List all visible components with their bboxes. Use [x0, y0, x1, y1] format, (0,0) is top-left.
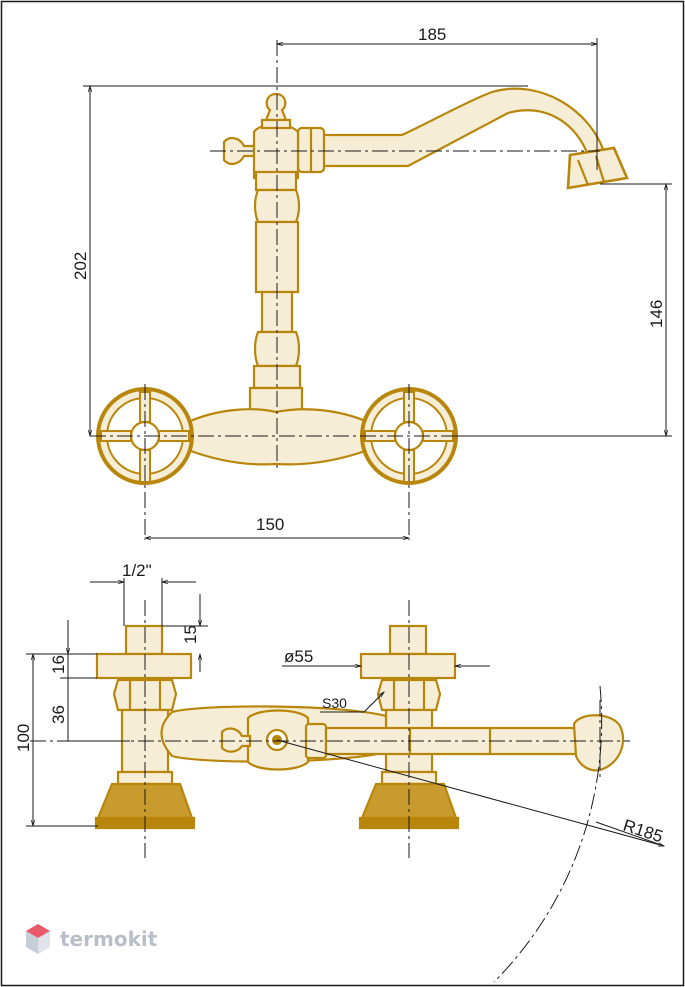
side-dimensions — [26, 578, 666, 847]
side-left-thread — [124, 624, 164, 656]
side-view — [94, 624, 625, 830]
side-right-flange — [359, 652, 457, 680]
dim-flange-height: 16 — [49, 655, 68, 674]
dim-swivel-radius: R185 — [621, 816, 666, 847]
dim-thread: 1/2" — [122, 561, 152, 580]
dim-side-height: 100 — [14, 724, 33, 752]
front-body — [186, 408, 370, 466]
side-left-flange — [95, 652, 193, 680]
dim-thread-length: 15 — [181, 625, 200, 644]
dim-flange-diameter: ø55 — [284, 647, 313, 666]
brand-name: termokit — [60, 927, 158, 951]
side-spout-tip — [572, 714, 625, 772]
dim-wrench-size: S30 — [322, 695, 347, 711]
side-centerlines — [30, 600, 630, 983]
front-centerlines — [90, 40, 600, 540]
dim-spout-reach: 185 — [418, 25, 446, 44]
hexagon-logo-icon — [26, 924, 50, 954]
front-dimensions — [83, 38, 672, 541]
dim-total-height: 202 — [71, 252, 90, 280]
termokit-watermark: termokit — [24, 922, 157, 956]
front-view — [96, 87, 629, 485]
dim-nut-height: 36 — [49, 705, 68, 724]
side-lever-knob — [220, 727, 252, 753]
front-spout — [320, 87, 606, 168]
dim-spout-height: 146 — [647, 300, 666, 328]
side-right-thread — [388, 624, 428, 656]
dim-center-distance: 150 — [256, 515, 284, 534]
front-cap — [264, 92, 288, 122]
